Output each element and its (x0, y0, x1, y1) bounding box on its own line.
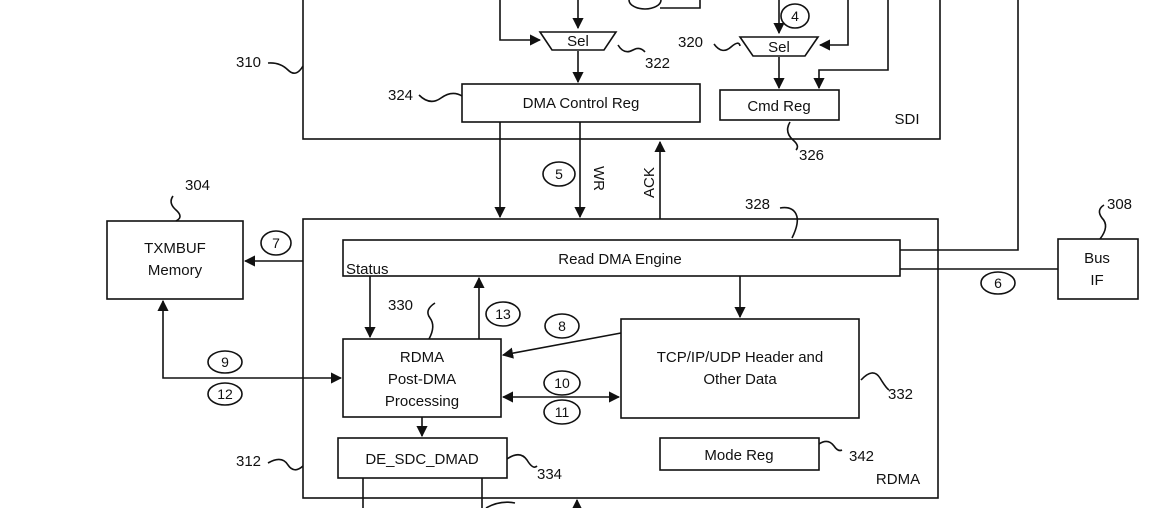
step-6: 6 (994, 275, 1002, 291)
dma-control-reg-label: DMA Control Reg (523, 95, 640, 112)
txmbuf-label-line1: TXMBUF (144, 240, 206, 257)
wr-label: WR (590, 166, 607, 191)
rdma-post-label-line1: RDMA (400, 349, 444, 366)
de-sdc-dmad-label: DE_SDC_DMAD (365, 451, 479, 468)
ref-322: 322 (645, 55, 670, 72)
tcp-label-line2: Other Data (703, 371, 777, 388)
txmbuf-label-line2: Memory (148, 262, 203, 279)
step-10: 10 (554, 375, 570, 391)
ref-312: 312 (236, 453, 261, 470)
rdma-post-label-line2: Post-DMA (388, 371, 456, 388)
ref-308: 308 (1107, 196, 1132, 213)
bus-if-box (1057, 238, 1139, 300)
tcp-label-line1: TCP/IP/UDP Header and (657, 349, 823, 366)
ref-334: 334 (537, 466, 562, 483)
ref-330: 330 (388, 297, 413, 314)
status-label: Status (346, 261, 389, 278)
mode-reg-label: Mode Reg (704, 447, 773, 464)
step-8: 8 (558, 318, 566, 334)
step-11: 11 (555, 404, 570, 420)
rdma-post-label-line3: Processing (385, 393, 459, 410)
step-13: 13 (495, 306, 511, 322)
ref-324: 324 (388, 87, 413, 104)
sel-left-box (538, 31, 618, 51)
read-dma-engine-label: Read DMA Engine (558, 251, 681, 268)
mode-reg-box (659, 437, 820, 471)
ref-328: 328 (745, 196, 770, 213)
step-4: 4 (791, 8, 799, 24)
ref-342: 342 (849, 448, 874, 465)
ref-304: 304 (185, 177, 210, 194)
step-5: 5 (555, 166, 563, 182)
dma-control-reg-box (461, 83, 701, 123)
step-12: 12 (217, 386, 233, 402)
cmd-reg-box (719, 89, 840, 121)
ref-332: 332 (888, 386, 913, 403)
ref-326: 326 (799, 147, 824, 164)
ref-320: 320 (678, 34, 703, 51)
de-sdc-dmad-box (337, 437, 508, 479)
rdma-label: RDMA (876, 471, 920, 488)
step-9: 9 (221, 354, 229, 370)
sdi-label: SDI (894, 111, 919, 128)
bus-if-label-line1: Bus (1084, 250, 1110, 267)
sel-right-box (738, 36, 820, 57)
tcp-box (620, 318, 860, 419)
step-7: 7 (272, 235, 280, 251)
read-dma-engine-box (342, 239, 901, 277)
sel-right-label: Sel (768, 39, 790, 56)
sel-left-label: Sel (567, 33, 589, 50)
bus-if-label-line2: IF (1090, 272, 1103, 289)
txmbuf-box (106, 220, 244, 300)
cmd-reg-label: Cmd Reg (747, 98, 810, 115)
ack-label: ACK (641, 167, 658, 198)
ref-310: 310 (236, 54, 261, 71)
